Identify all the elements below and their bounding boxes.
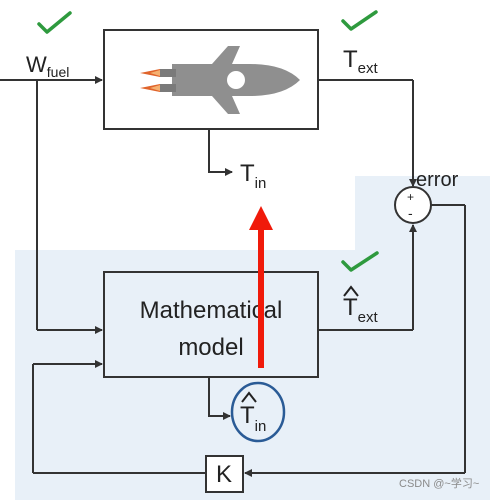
check-icon <box>37 11 72 34</box>
w-fuel-label: Wfuel <box>26 52 69 80</box>
t-in-hat-label: Tin <box>240 402 266 435</box>
gain-block <box>205 455 244 493</box>
check-icon <box>341 10 378 31</box>
t-ext-hat-label: Text <box>343 294 379 326</box>
t-in-hat-mark <box>241 391 257 403</box>
check-icon <box>341 251 379 272</box>
error-label: error <box>416 169 459 191</box>
t-ext-hat-mark <box>343 285 359 297</box>
t-in-hat-highlight <box>230 381 286 443</box>
watermark: CSDN @~学习~ <box>399 476 479 490</box>
red-arrow-head <box>249 206 273 230</box>
t-ext-label: Text <box>343 46 379 77</box>
sum-minus-sign: - <box>408 205 413 221</box>
rocket-icon <box>140 46 300 114</box>
model-block <box>103 271 319 378</box>
t-in-label: Tin <box>240 160 266 192</box>
sum-plus-sign: + <box>407 190 414 204</box>
gain-label: K <box>216 461 232 488</box>
model-label-line2: model <box>178 334 243 361</box>
